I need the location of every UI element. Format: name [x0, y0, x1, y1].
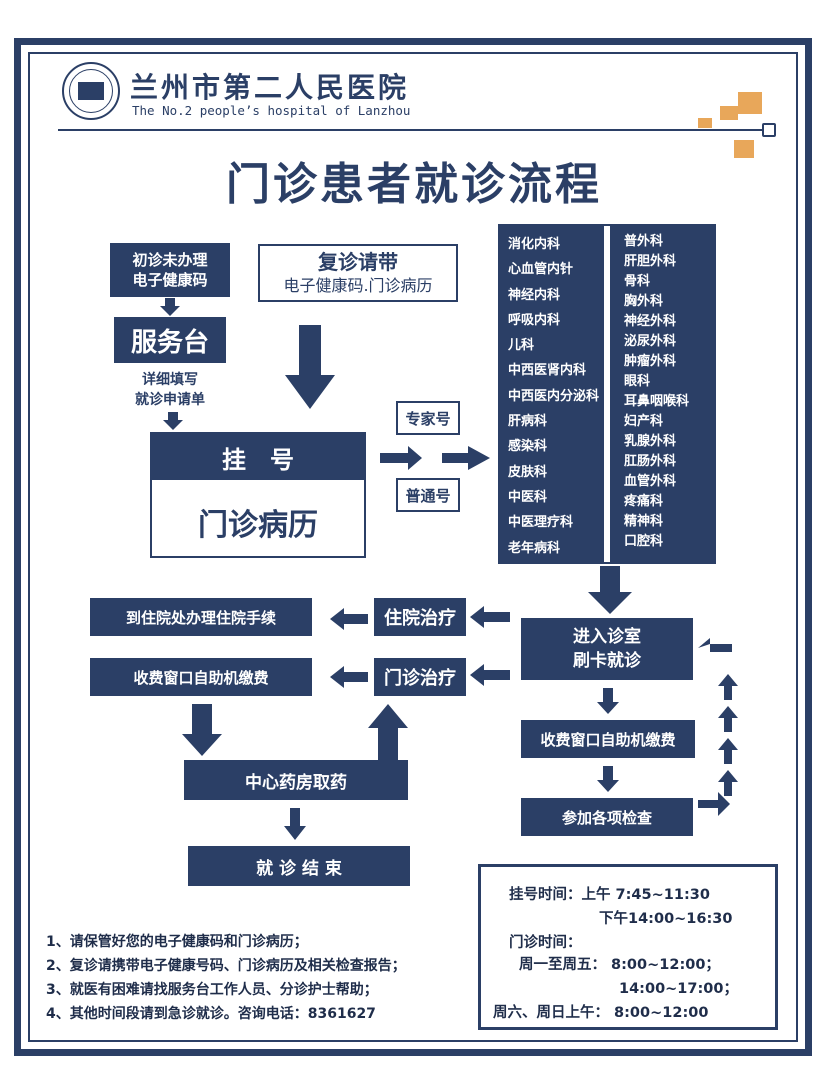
- deco-square: [720, 106, 738, 120]
- department-item: 骨科: [624, 274, 651, 289]
- arrow-down-icon: [285, 325, 335, 409]
- arrow-left-icon: [470, 606, 510, 628]
- department-item: 呼吸内科: [508, 312, 561, 328]
- arrow-down-icon: [597, 688, 619, 714]
- note-item: 3、就医有困难请找服务台工作人员、分诊护士帮助；: [46, 982, 378, 998]
- service-desk-box: 服务台: [114, 317, 226, 363]
- inpatient-procedure-box: 到住院处办理住院手续: [90, 598, 312, 636]
- department-list-left: 消化内科心血管内针神经内科呼吸内科儿科中西医肾内科中西医内分泌科肝病科感染科皮肤…: [508, 232, 599, 561]
- department-item: 消化内科: [508, 237, 561, 252]
- hospital-name-cn: 兰州市第二人民医院: [130, 71, 410, 104]
- pay-window-box-1: 收费窗口自助机缴费: [521, 720, 695, 758]
- pay-window-box-2: 收费窗口自助机缴费: [90, 658, 312, 696]
- arrow-down-icon: [597, 766, 619, 792]
- arrow-left-icon: [330, 608, 368, 630]
- department-column-left: [500, 226, 604, 562]
- register-block: 挂 号 门诊病历: [150, 432, 366, 558]
- loop-up-arrow-icon: [698, 638, 738, 816]
- hours-box: 挂号时间：上午 7:45~11:30 下午14:00~16:30 门诊时间： 周…: [478, 864, 778, 1030]
- fill-form-label: 详细填写 就诊申请单: [135, 372, 205, 408]
- header-divider-end: [762, 123, 776, 137]
- department-item: 血管外科: [624, 474, 677, 489]
- department-list-right: 普外科肝胆外科骨科胸外科神经外科泌尿外科肿瘤外科眼科耳鼻咽喉科妇产科乳腺外科肛肠…: [624, 232, 689, 552]
- department-item: 眼科: [624, 374, 651, 389]
- department-item: 肝病科: [508, 414, 548, 430]
- return-visit-box: 复诊请带 电子健康码.门诊病历: [258, 244, 458, 302]
- hospital-logo: [62, 62, 120, 120]
- deco-square: [738, 92, 762, 114]
- return-visit-heading: 复诊请带: [318, 250, 398, 274]
- registration-hours-pm: 下午14:00~16:30: [599, 911, 733, 927]
- department-item: 皮肤科: [508, 464, 548, 480]
- arrow-down-icon: [182, 704, 222, 756]
- inner-frame: [28, 52, 798, 1042]
- arrow-left-icon: [330, 666, 368, 688]
- note-item: 4、其他时间段请到急诊就诊。咨询电话：8361627: [46, 1006, 376, 1022]
- department-panel: [498, 224, 716, 564]
- register-header: 挂 号: [152, 434, 364, 480]
- registration-hours: 挂号时间：上午 7:45~11:30: [509, 887, 710, 903]
- department-item: 精神科: [624, 514, 664, 529]
- arrow-right-icon: [380, 446, 490, 470]
- note-item: 2、复诊请携带电子健康号码、门诊病历及相关检查报告；: [46, 958, 406, 974]
- expert-tag: 专家号: [396, 401, 460, 435]
- hospital-name-en: The No.2 people’s hospital of Lanzhou: [132, 103, 411, 118]
- arrow-up-icon: [368, 704, 408, 760]
- department-item: 神经外科: [624, 314, 677, 329]
- general-tag: 普通号: [396, 478, 460, 512]
- deco-square: [698, 118, 712, 128]
- department-item: 泌尿外科: [624, 334, 677, 349]
- clinic-hours-label: 门诊时间：: [509, 935, 582, 951]
- enter-room-box: 进入诊室 刷卡就诊: [521, 618, 693, 680]
- department-item: 中医科: [508, 489, 548, 505]
- header-divider: [58, 129, 774, 131]
- page-title: 门诊患者就诊流程: [226, 159, 602, 210]
- pharmacy-box: 中心药房取药: [184, 760, 408, 800]
- department-item: 肿瘤外科: [624, 354, 677, 369]
- department-item: 心血管内针: [508, 262, 574, 278]
- exam-box: 参加各项检查: [521, 798, 693, 836]
- arrow-down-icon: [160, 298, 180, 316]
- return-visit-sub: 电子健康码.门诊病历: [283, 276, 433, 295]
- department-item: 普外科: [624, 234, 664, 249]
- arrow-left-icon: [470, 664, 510, 686]
- deco-square: [734, 140, 754, 158]
- arrow-down-icon: [588, 566, 632, 614]
- outer-frame: [14, 38, 812, 1056]
- department-item: 胸外科: [624, 294, 664, 309]
- department-item: 口腔科: [624, 534, 664, 549]
- arrow-down-icon: [163, 412, 183, 430]
- department-item: 老年病科: [508, 540, 561, 556]
- department-item: 神经内科: [508, 287, 561, 303]
- department-item: 肝胆外科: [624, 254, 677, 269]
- inpatient-treatment-box: 住院治疗: [374, 598, 466, 636]
- department-item: 感染科: [508, 439, 548, 455]
- weekday-pm-hours: 14:00~17:00；: [619, 981, 738, 997]
- end-box: 就 诊 结 束: [188, 846, 410, 886]
- first-visit-box: 初诊未办理 电子健康码: [110, 243, 230, 297]
- note-item: 1、请保管好您的电子健康码和门诊病历；: [46, 934, 308, 950]
- medical-record-label: 门诊病历: [198, 508, 318, 543]
- department-item: 妇产科: [624, 414, 664, 429]
- arrow-down-icon: [284, 808, 306, 840]
- department-item: 儿科: [508, 338, 535, 354]
- weekday-am-hours: 周一至周五： 8:00~12:00；: [519, 957, 720, 973]
- department-column-right: [610, 226, 714, 562]
- department-item: 肛肠外科: [624, 454, 677, 469]
- department-item: 乳腺外科: [624, 434, 677, 449]
- department-item: 中医理疗科: [508, 515, 574, 531]
- department-item: 疼痛科: [624, 494, 664, 509]
- outpatient-treatment-box: 门诊治疗: [374, 658, 466, 696]
- weekend-hours: 周六、周日上午： 8:00~12:00: [493, 1005, 709, 1021]
- notes: 1、请保管好您的电子健康码和门诊病历； 2、复诊请携带电子健康号码、门诊病历及相…: [46, 930, 406, 1026]
- department-item: 中西医内分泌科: [508, 388, 600, 404]
- department-item: 耳鼻咽喉科: [624, 394, 690, 409]
- department-item: 中西医肾内科: [508, 363, 587, 379]
